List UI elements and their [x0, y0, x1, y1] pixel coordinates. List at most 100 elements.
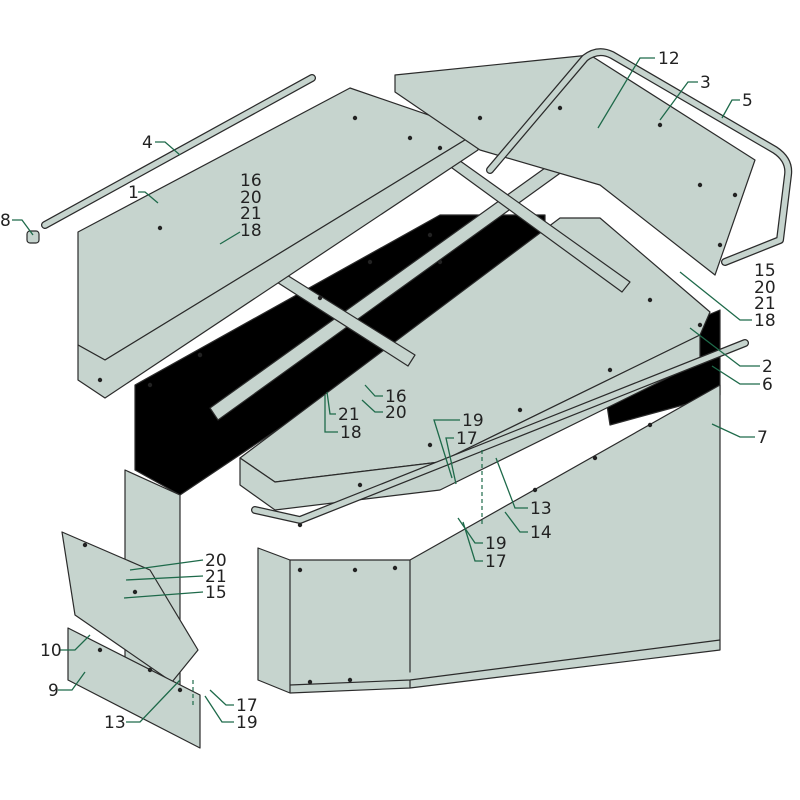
callout-label: 20 [205, 551, 227, 571]
leader-line [126, 679, 181, 723]
callout-label: 21 [754, 294, 776, 314]
bolt-hole [177, 687, 183, 693]
callout-label: 19 [236, 713, 258, 733]
leader-line [462, 521, 483, 562]
leader-line [689, 327, 760, 367]
bolt-hole [357, 482, 363, 488]
bolt-hole [557, 105, 563, 111]
bolt-hole [297, 567, 303, 573]
callout-label: 20 [385, 403, 407, 423]
bolt-hole [197, 352, 203, 358]
bolt-hole [647, 422, 653, 428]
callout-label: 20 [754, 278, 776, 298]
leader-line [721, 99, 740, 119]
bolt-hole [132, 589, 138, 595]
bolt-hole [532, 487, 538, 493]
callout-label: 3 [700, 73, 711, 93]
bolt-hole [697, 322, 703, 328]
bolt-hole [427, 232, 433, 238]
leader-line [445, 437, 457, 485]
part-1-front-flap [77, 131, 479, 399]
leader-line [155, 141, 181, 156]
part-10-side-panel [61, 531, 199, 683]
bolt-hole [297, 522, 303, 528]
callout-label: 18 [754, 311, 776, 331]
leader-line [679, 271, 752, 321]
leader-line [129, 559, 204, 571]
leader-line [504, 511, 528, 533]
bolt-hole [647, 297, 653, 303]
callout-label: 17 [236, 696, 258, 716]
leader-line [597, 57, 655, 129]
bolt-hole [97, 647, 103, 653]
leader-line [433, 419, 460, 479]
bolt-hole [437, 145, 443, 151]
leader-line [209, 689, 234, 706]
bolt-hole [732, 192, 738, 198]
bolt-hole [352, 115, 358, 121]
leader-line [711, 365, 760, 385]
part-3-top-right-panel [394, 54, 756, 276]
callout-label: 21 [240, 204, 262, 224]
callout-label: 18 [240, 221, 262, 241]
bolt-hole [157, 225, 163, 231]
bolt-hole [437, 259, 443, 265]
bolt-hole [427, 442, 433, 448]
callout-label: 16 [240, 171, 262, 191]
bolt-hole [352, 567, 358, 573]
bolt-hole [317, 295, 323, 301]
leader-line [123, 591, 204, 599]
callout-label: 10 [40, 641, 62, 661]
bolt-hole [147, 382, 153, 388]
bolt-hole [392, 565, 398, 571]
leader-line [326, 391, 336, 415]
leader-line [12, 219, 34, 236]
leader-line [138, 191, 159, 204]
bolt-hole [477, 115, 483, 121]
leader-line [58, 671, 86, 691]
callout-label: 15 [754, 261, 776, 281]
callout-label: 1 [128, 183, 139, 203]
part-9-side-panel [67, 627, 201, 749]
leader-line [364, 384, 383, 397]
callout-label: 17 [485, 552, 507, 572]
callout-label: 19 [485, 534, 507, 554]
callout-label: 5 [742, 91, 753, 111]
callout-label: 2 [762, 357, 773, 377]
callout-label: 13 [104, 713, 126, 733]
callout-label: 12 [658, 49, 680, 69]
callout-label: 17 [456, 429, 478, 449]
callout-label: 16 [385, 387, 407, 407]
leader-line [659, 81, 698, 121]
box-bottom-lip [289, 639, 721, 686]
callout-label: 13 [530, 499, 552, 519]
leader-line [204, 695, 234, 723]
bolt-hole [307, 679, 313, 685]
part-7-box-front [257, 384, 721, 694]
callout-label: 9 [48, 681, 59, 701]
leader-line [361, 399, 383, 413]
callout-label: 14 [530, 523, 552, 543]
leader-line [495, 457, 528, 509]
bolt-hole [517, 407, 523, 413]
bolt-hole [592, 455, 598, 461]
callout-label: 6 [762, 375, 773, 395]
part-8-cap [26, 230, 40, 244]
callout-label: 21 [205, 567, 227, 587]
callout-label: 15 [205, 583, 227, 603]
bolt-hole [697, 182, 703, 188]
callout-label: 21 [338, 405, 360, 425]
bolt-hole [407, 135, 413, 141]
leader-line [324, 395, 338, 433]
leader-line [711, 423, 755, 438]
leader-line [219, 231, 241, 245]
leader-line [60, 634, 91, 651]
bolt-hole [97, 377, 103, 383]
callout-label: 20 [240, 188, 262, 208]
bolt-hole [347, 677, 353, 683]
bolt-hole [607, 367, 613, 373]
callout-label: 19 [462, 411, 484, 431]
callout-label: 7 [757, 428, 768, 448]
bolt-hole [657, 122, 663, 128]
